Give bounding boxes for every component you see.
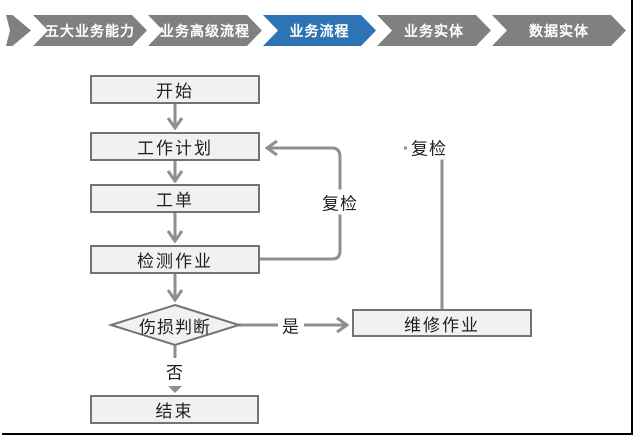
node-work-plan: 工作计划 [90, 132, 260, 161]
node-work-order: 工单 [90, 184, 260, 213]
node-label: 检测作业 [137, 252, 213, 271]
edge-label-recheck-inner: 复检 [318, 189, 362, 215]
breadcrumb-item-label: 数据实体 [529, 22, 589, 39]
node-damage-judgment: 伤损判断 [111, 305, 239, 345]
connector-recheck-outer-icon [404, 146, 444, 309]
breadcrumb-item-label: 业务高级流程 [160, 22, 250, 39]
frame-right-border [631, 0, 633, 435]
breadcrumb-item-five-capabilities[interactable]: 五大业务能力 [33, 15, 147, 46]
breadcrumb-item-business-process-active[interactable]: 业务流程 [263, 15, 376, 46]
breadcrumb-item-label: 业务实体 [404, 22, 464, 39]
decision-diamond-shape [107, 303, 243, 347]
breadcrumb: 五大业务能力 业务高级流程 业务流程 业务实体 数据实体 [0, 0, 634, 60]
edge-label-no: 否 [162, 358, 188, 384]
node-label: 维修作业 [404, 315, 480, 335]
node-label: 结束 [155, 402, 194, 421]
edge-label-yes: 是 [278, 312, 304, 338]
node-label: 伤损判断 [139, 317, 211, 337]
frame-bottom-border [2, 433, 632, 435]
node-inspection-job: 检测作业 [90, 245, 260, 274]
edge-label-recheck-outer: 复检 [407, 134, 451, 160]
node-label: 工单 [156, 191, 194, 210]
arrowhead-no-to-end-icon [168, 386, 182, 393]
node-start: 开始 [90, 75, 260, 104]
breadcrumb-item-label: 五大业务能力 [45, 22, 135, 39]
breadcrumb-item-business-entity[interactable]: 业务实体 [377, 15, 491, 46]
node-label: 工作计划 [137, 139, 213, 158]
breadcrumb-item-data-entity[interactable]: 数据实体 [492, 15, 626, 46]
node-label: 开始 [156, 82, 194, 101]
node-end: 结束 [90, 395, 259, 424]
node-repair-job: 维修作业 [352, 309, 532, 337]
breadcrumb-item-high-level-process[interactable]: 业务高级流程 [148, 15, 262, 46]
breadcrumb-item-label: 业务流程 [289, 22, 350, 39]
